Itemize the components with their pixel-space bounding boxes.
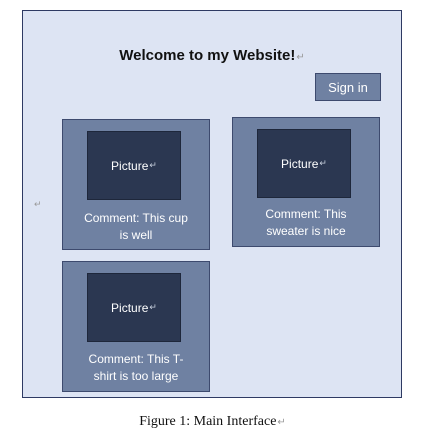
site-title-text: Welcome to my Website! — [119, 47, 296, 64]
picture-placeholder[interactable]: Picture↵ — [87, 273, 181, 342]
comment-line: Comment: This cup — [84, 211, 188, 225]
caption-text: Figure 1: Main Interface — [139, 414, 277, 429]
picture-placeholder[interactable]: Picture↵ — [257, 129, 351, 198]
picture-placeholder[interactable]: Picture↵ — [87, 131, 181, 200]
product-card[interactable]: Picture↵ Comment: This sweater is nice — [232, 117, 380, 247]
picture-label: Picture — [111, 158, 149, 173]
comment-line: Comment: This T- — [88, 352, 184, 366]
site-title: Welcome to my Website!↵ — [23, 47, 401, 64]
comment-line: is well — [119, 228, 153, 242]
sign-in-button[interactable]: Sign in — [315, 73, 381, 101]
figure-caption: Figure 1: Main Interface↵ — [0, 414, 425, 430]
paragraph-mark: ↵ — [296, 52, 305, 63]
product-card[interactable]: Picture↵ Comment: This cup is well — [62, 119, 210, 250]
paragraph-mark: ↵ — [34, 199, 42, 209]
website-mockup: Welcome to my Website!↵ Sign in ↵ Pictur… — [22, 10, 402, 398]
comment-line: sweater is nice — [266, 224, 346, 238]
comment-line: Comment: This — [265, 207, 347, 221]
comment-line: shirt is too large — [93, 369, 179, 383]
paragraph-mark: ↵ — [149, 302, 157, 312]
product-card[interactable]: Picture↵ Comment: This T- shirt is too l… — [62, 261, 210, 392]
comment-text: Comment: This sweater is nice — [241, 206, 371, 240]
paragraph-mark: ↵ — [319, 158, 327, 168]
picture-label: Picture — [281, 156, 319, 171]
comment-text: Comment: This cup is well — [71, 210, 201, 244]
paragraph-mark: ↵ — [149, 160, 157, 170]
paragraph-mark: ↵ — [277, 417, 286, 428]
comment-text: Comment: This T- shirt is too large — [71, 351, 201, 385]
picture-label: Picture — [111, 300, 149, 315]
